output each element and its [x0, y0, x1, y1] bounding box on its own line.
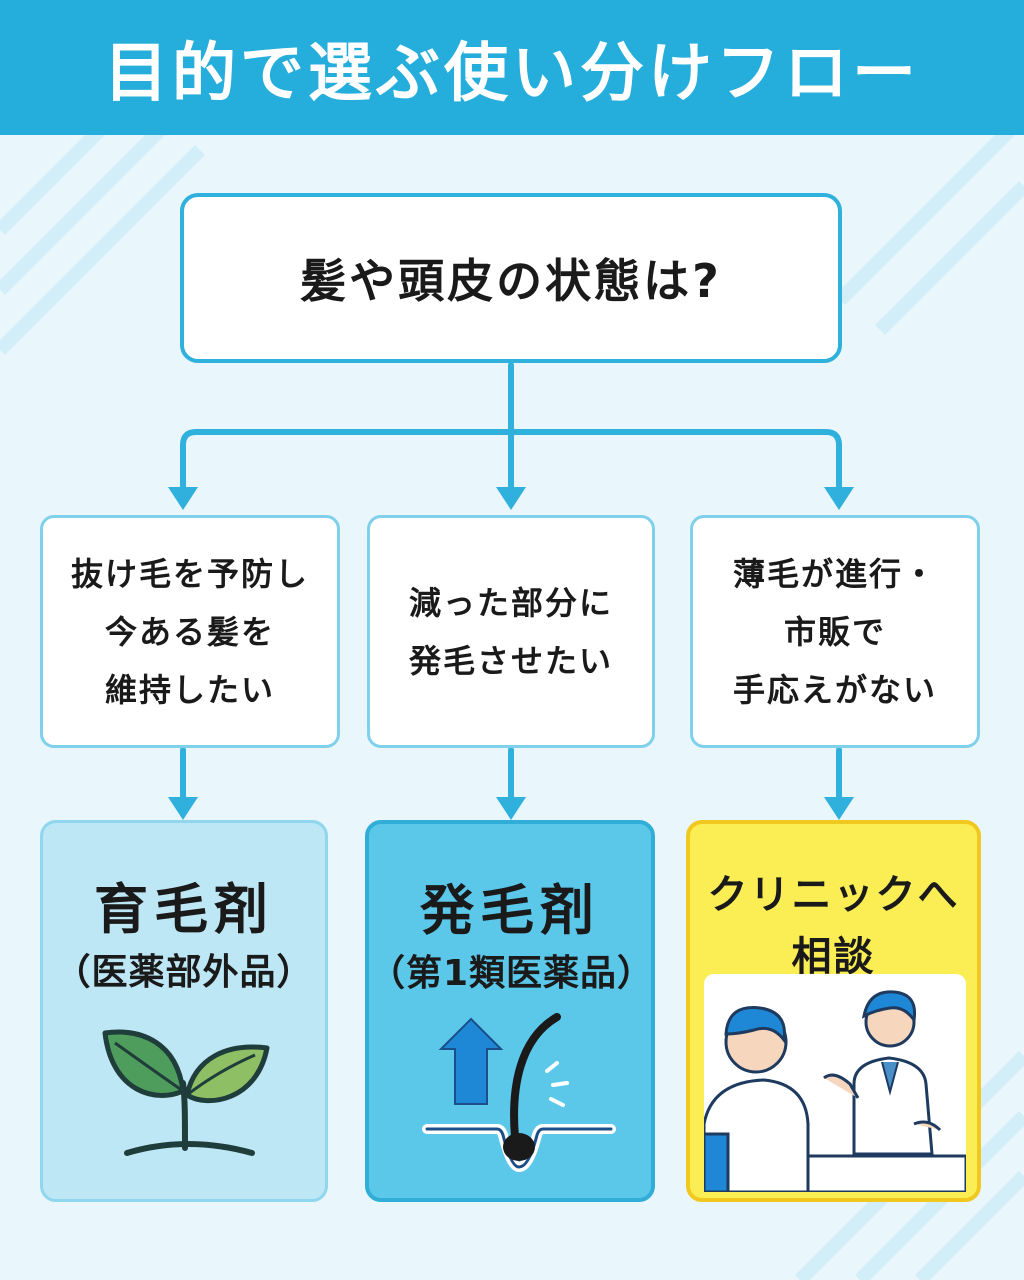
result-card-hair-growth: 発毛剤 （第1類医薬品） [365, 820, 655, 1202]
doctor-consultation-icon [704, 974, 966, 1192]
result-title-line: 相談 [791, 934, 876, 980]
condition-line: 抜け毛を予防し [70, 554, 309, 593]
condition-box-regrow: 減った部分に 発毛させたい [367, 515, 655, 748]
condition-line: 今ある髪を [104, 612, 275, 651]
result-card-clinic: クリニックへ 相談 [686, 820, 981, 1202]
hair-growth-icon [422, 1013, 616, 1173]
result-title: 育毛剤 [94, 878, 274, 941]
result-subtitle: （医薬部外品） [54, 952, 314, 993]
arrow-head [496, 487, 526, 510]
result-title: クリニックへ 相談 [690, 864, 977, 988]
condition-line: 減った部分に [408, 583, 613, 622]
arrow-head [824, 797, 854, 820]
result-subtitle: （第1類医薬品） [369, 953, 655, 994]
result-card-hair-tonic: 育毛剤 （医薬部外品） [40, 820, 328, 1202]
condition-line: 市販で [783, 612, 886, 651]
sprout-icon [102, 1029, 270, 1156]
condition-line: 手応えがない [732, 670, 937, 709]
arrow-head [496, 797, 526, 820]
condition-box-advanced: 薄毛が進行・ 市販で 手応えがない [690, 515, 980, 748]
arrow-head [824, 487, 854, 510]
condition-box-prevent: 抜け毛を予防し 今ある髪を 維持したい [40, 515, 340, 748]
condition-line: 維持したい [104, 670, 275, 709]
question-text: 髪や頭皮の状態は? [300, 254, 722, 308]
result-title: 発毛剤 [420, 879, 600, 942]
header-bar: 目的で選ぶ使い分けフロー [0, 0, 1024, 135]
arrow-head [168, 487, 198, 510]
condition-line: 発毛させたい [408, 641, 613, 680]
result-title-line: クリニックへ [707, 872, 960, 918]
arrow-head [168, 797, 198, 820]
question-box: 髪や頭皮の状態は? [180, 193, 842, 363]
page-title: 目的で選ぶ使い分けフロー [104, 36, 920, 111]
condition-line: 薄毛が進行・ [732, 554, 937, 593]
